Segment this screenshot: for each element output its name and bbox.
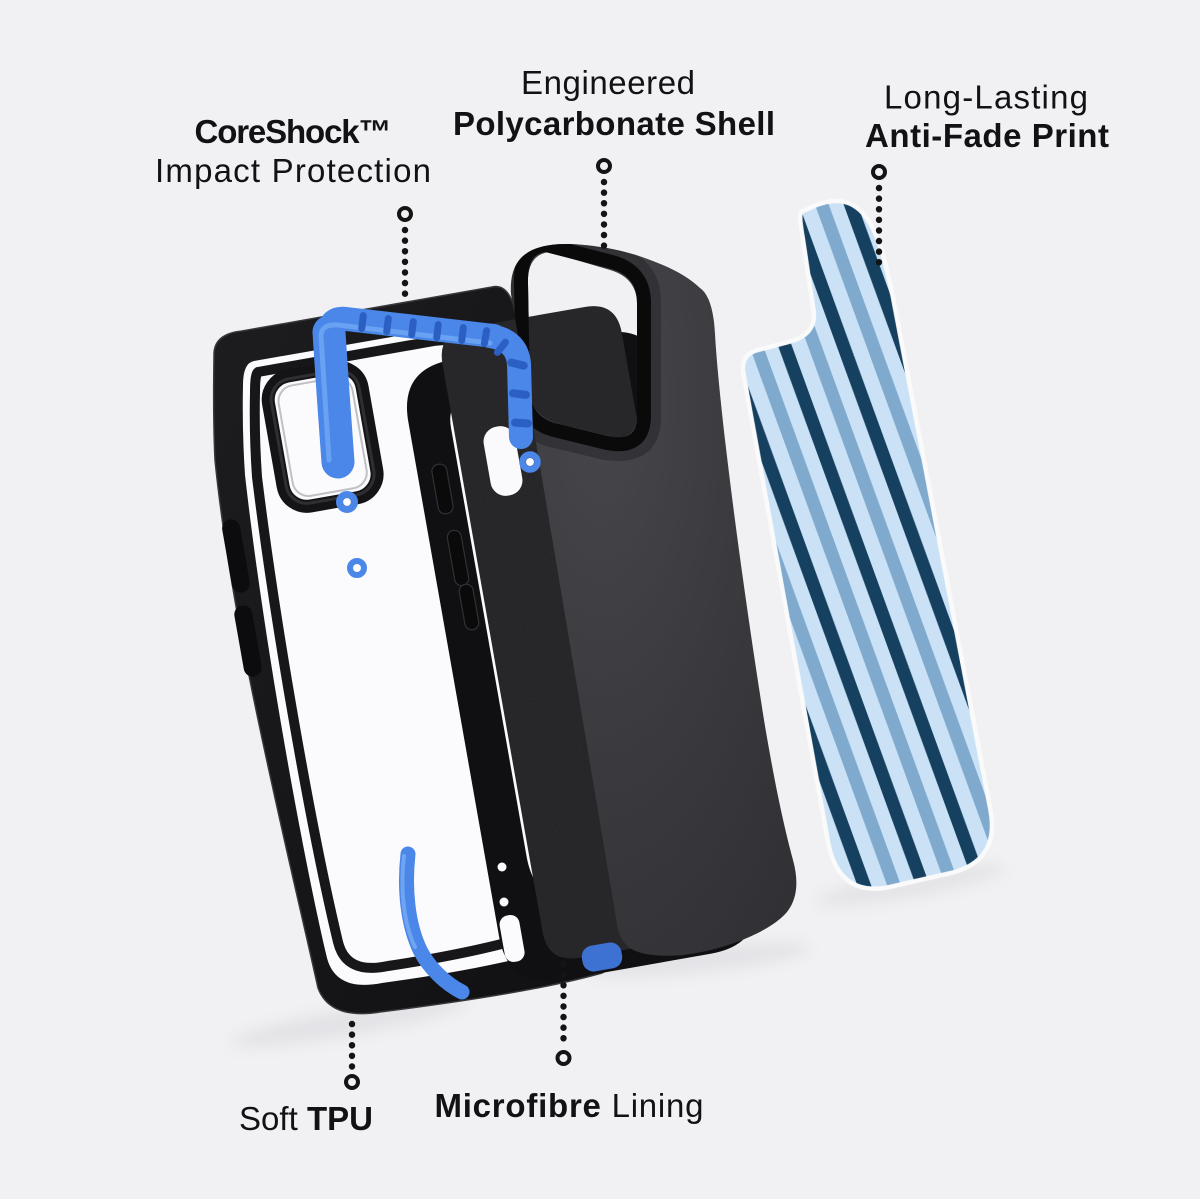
- svg-text:Anti-Fade Print: Anti-Fade Print: [865, 117, 1109, 154]
- svg-text:Microfibre Lining: Microfibre Lining: [435, 1087, 704, 1124]
- svg-text:Soft TPU: Soft TPU: [239, 1100, 373, 1137]
- svg-text:Impact Protection: Impact Protection: [155, 152, 431, 189]
- svg-text:Engineered: Engineered: [521, 64, 695, 101]
- svg-text:Long-Lasting: Long-Lasting: [884, 79, 1088, 116]
- svg-text:Polycarbonate Shell: Polycarbonate Shell: [453, 105, 775, 142]
- svg-text:CoreShock™: CoreShock™: [195, 113, 392, 150]
